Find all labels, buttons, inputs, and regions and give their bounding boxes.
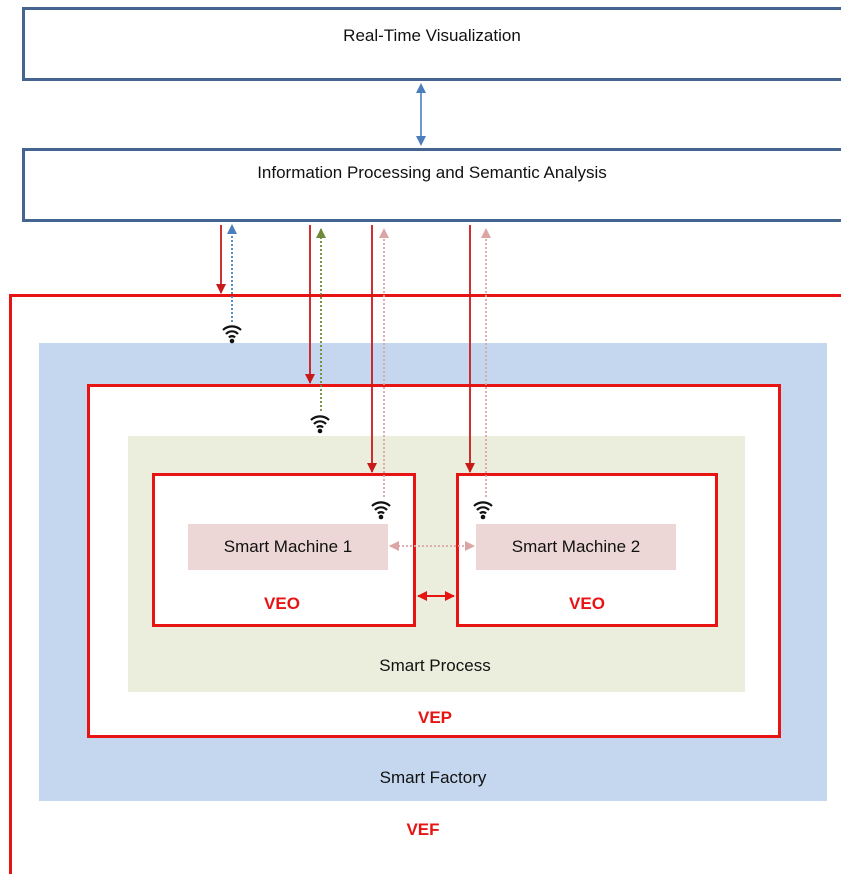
wifi-icon xyxy=(310,415,330,434)
veo-label-1: VEO xyxy=(264,594,300,613)
smart-machine-1-label: Smart Machine 1 xyxy=(223,537,353,556)
wifi-icon xyxy=(473,501,493,520)
vep-label: VEP xyxy=(417,708,453,727)
smart-process-label: Smart Process xyxy=(379,656,491,675)
vef-label: VEF xyxy=(406,820,440,839)
vef-frame xyxy=(9,294,841,874)
wifi-icon xyxy=(222,325,242,344)
veo-label-2: VEO xyxy=(569,594,605,613)
smart-machine-2-box xyxy=(476,524,676,570)
realtime-visualization-box xyxy=(22,7,841,81)
info-processing-box xyxy=(22,148,841,222)
realtime-visualization-title: Real-Time Visualization xyxy=(343,26,521,45)
info-processing-title: Information Processing and Semantic Anal… xyxy=(257,163,607,182)
smart-machine-1-box xyxy=(188,524,388,570)
smart-machine-2-label: Smart Machine 2 xyxy=(511,537,641,556)
wifi-icon xyxy=(371,501,391,520)
smart-factory-label: Smart Factory xyxy=(379,768,487,787)
